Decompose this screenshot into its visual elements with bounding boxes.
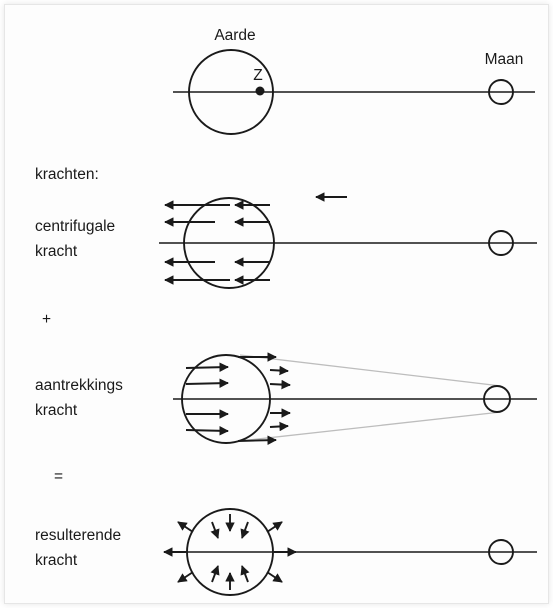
attraction-label-line1: aantrekkings [35,377,123,394]
tangent-ray-bottom [239,411,502,442]
centrifugal-label-line2: kracht [35,243,78,260]
attraction-arrows [185,352,291,445]
plus-sign: + [42,311,51,328]
centrifugal-moon [488,230,514,256]
centrifugal-arrows [164,200,270,285]
moon-circle [488,79,514,105]
resultant-section: resulterende kracht [35,508,537,596]
earth-circle [188,49,274,135]
resultant-arrows [163,514,297,590]
resultant-label-line2: kracht [35,552,78,569]
barycenter-label: Z [253,67,262,84]
equals-sign: = [54,468,63,485]
centrifugal-section: centrifugale kracht [35,197,537,289]
barycenter-dot [255,86,265,96]
diagram-frame [4,4,549,604]
resultant-earth [186,508,274,596]
moon-label: Maan [485,51,524,68]
centrifugal-earth [183,197,275,289]
resultant-label-line1: resulterende [35,527,121,544]
forces-heading: krachten: [35,166,99,183]
earth-moon-system: Aarde Maan Z [173,27,535,135]
earth-label: Aarde [214,27,255,44]
resultant-moon [488,539,514,565]
attraction-moon [483,385,511,413]
tangent-ray-top [239,354,502,387]
attraction-earth [181,354,271,444]
attraction-section: aantrekkings kracht [35,352,537,445]
centrifugal-label-line1: centrifugale [35,218,115,235]
attraction-label-line2: kracht [35,402,78,419]
